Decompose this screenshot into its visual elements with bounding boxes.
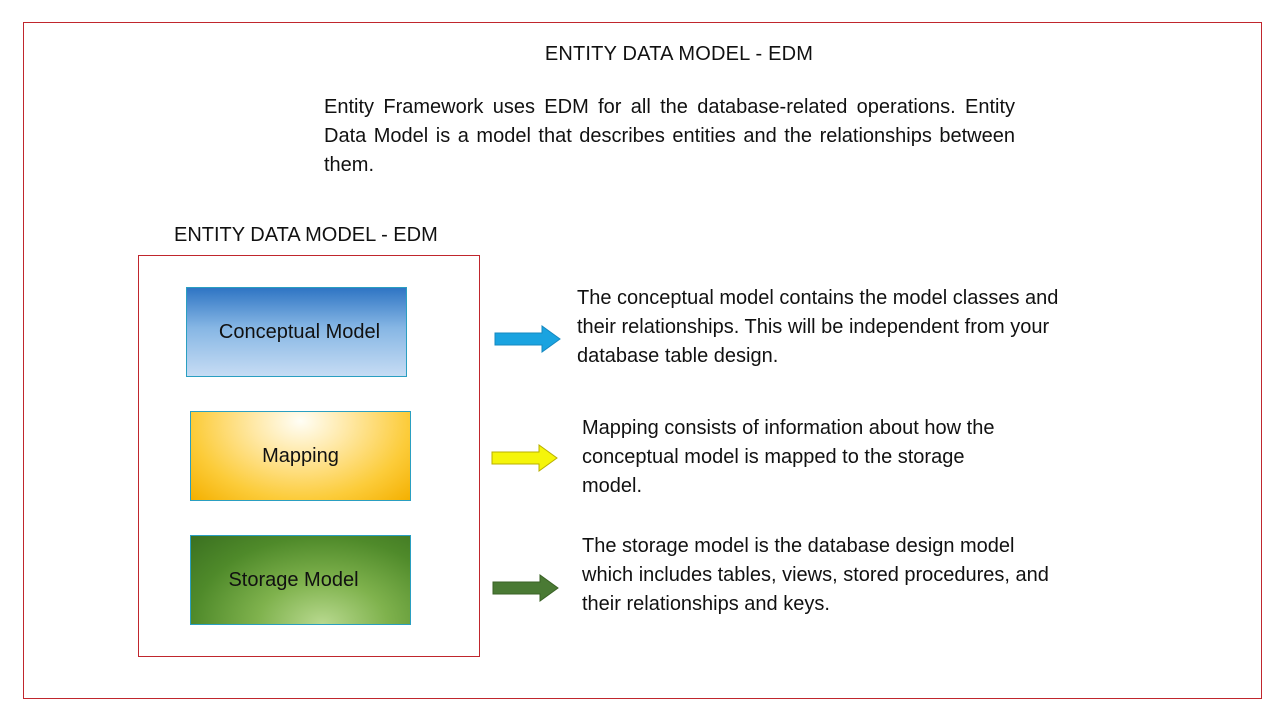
description-line: model. — [582, 475, 643, 497]
description-line: The storage model is the database design… — [582, 535, 1015, 557]
mapping-description: Mapping consists of information about ho… — [582, 414, 1102, 501]
description-line: database table design. — [577, 345, 779, 367]
diagram-title: ENTITY DATA MODEL - EDM — [174, 224, 438, 246]
page-title: ENTITY DATA MODEL - EDM — [544, 43, 814, 65]
edm-container — [138, 255, 480, 657]
arrow-right-icon — [494, 325, 561, 353]
storage-arrow-shape — [492, 574, 559, 602]
conceptual-model-description: The conceptual model contains the model … — [577, 284, 1137, 371]
storage-model-description: The storage model is the database design… — [582, 532, 1142, 619]
slide-frame — [23, 22, 1262, 699]
intro-paragraph: Entity Framework uses EDM for all the da… — [324, 96, 1015, 176]
storage-model-box: Storage Model — [190, 535, 411, 625]
arrow-right-icon — [492, 574, 559, 602]
description-line: The conceptual model contains the model … — [577, 287, 1059, 309]
description-line: their relationships and keys. — [582, 593, 830, 615]
conceptual-model-box: Conceptual Model — [186, 287, 407, 377]
description-line: which includes tables, views, stored pro… — [582, 564, 1049, 586]
mapping-box: Mapping — [190, 411, 411, 501]
description-line: conceptual model is mapped to the storag… — [582, 446, 965, 468]
description-line: Mapping consists of information about ho… — [582, 417, 995, 439]
description-line: their relationships. This will be indepe… — [577, 316, 1050, 338]
arrow-right-icon — [491, 444, 558, 472]
mapping-arrow-shape — [491, 444, 558, 472]
conceptual-arrow-shape — [494, 325, 561, 353]
